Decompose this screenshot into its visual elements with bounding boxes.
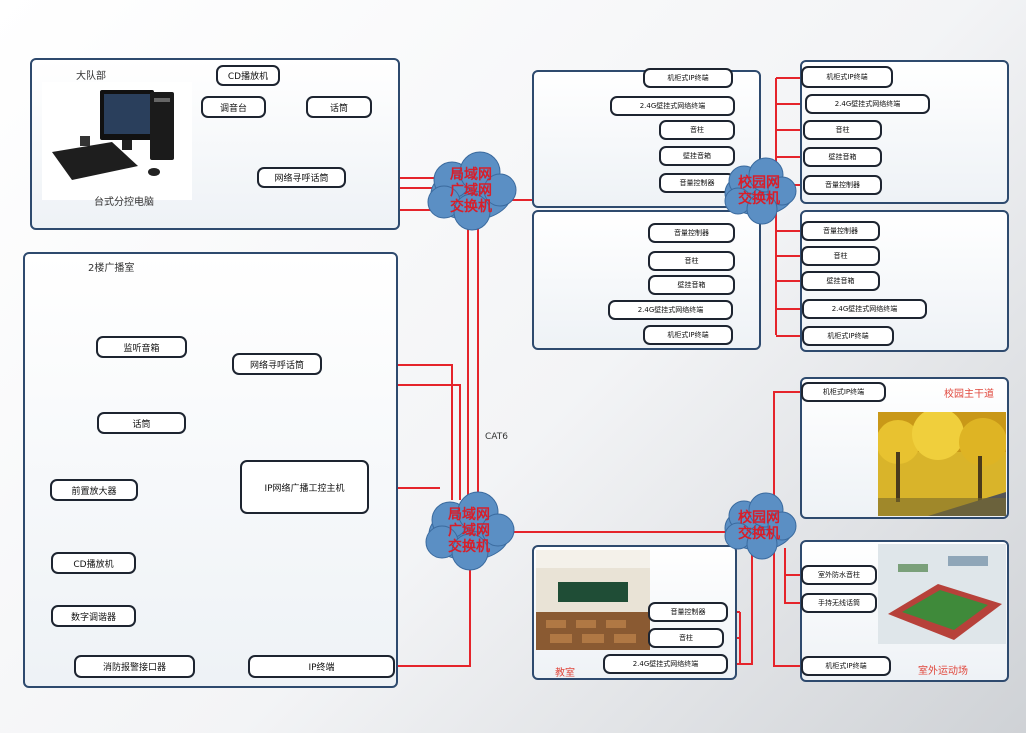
avenue-cabinet-ip-terminal[interactable]: 机柜式IP终端 <box>801 382 886 402</box>
digital-tuner[interactable]: 数字调谐器 <box>51 605 136 627</box>
classroom-volume-control[interactable]: 音量控制器 <box>648 602 728 622</box>
classroom-label: 教室 <box>555 668 575 679</box>
room-mic[interactable]: 话筒 <box>97 412 186 434</box>
cloud-icon <box>724 157 797 225</box>
desktop-computer-icon <box>52 90 174 180</box>
bl2-volume-control[interactable]: 音量控制器 <box>648 223 735 243</box>
bottom-switch-line1: 局域网 <box>448 507 490 523</box>
preamp[interactable]: 前置放大器 <box>50 479 138 501</box>
bl2-wall-network-terminal[interactable]: 2.4G壁挂式网络终端 <box>608 300 733 320</box>
top-switch-line3: 交换机 <box>450 199 492 215</box>
top-switch-line2: 广域网 <box>450 183 492 199</box>
fire-alarm-interface[interactable]: 消防报警接口器 <box>74 655 195 678</box>
computer-image <box>42 82 192 200</box>
cloud-icon <box>427 151 517 231</box>
classroom-column-speaker[interactable]: 音柱 <box>648 628 724 648</box>
dept-mic[interactable]: 话筒 <box>306 96 372 118</box>
room-pager-mic[interactable]: 网络寻呼话筒 <box>232 353 322 375</box>
pc-label: 台式分控电脑 <box>94 197 154 208</box>
bl2-wall-speaker[interactable]: 壁挂音箱 <box>648 275 735 295</box>
cable-label: CAT6 <box>485 432 508 442</box>
avenue-label: 校园主干道 <box>944 389 994 400</box>
dept-pager-mic[interactable]: 网络寻呼话筒 <box>257 167 346 188</box>
panel-dept-title: 大队部 <box>76 71 106 82</box>
campus-switch-2-line2: 交换机 <box>738 526 780 542</box>
top-switch-line1: 局域网 <box>450 167 492 183</box>
cloud-icon <box>425 491 515 571</box>
bl2-cabinet-ip-terminal[interactable]: 机柜式IP终端 <box>643 325 733 345</box>
wire-campus2-field <box>773 548 801 667</box>
avenue-photo <box>878 412 1006 516</box>
br-column-speaker[interactable]: 音柱 <box>803 120 882 140</box>
dept-cd-player[interactable]: CD播放机 <box>216 65 280 86</box>
bl2-column-speaker[interactable]: 音柱 <box>648 251 735 271</box>
monitor-speaker[interactable]: 监听音箱 <box>96 336 187 358</box>
campus-switch-cloud-2: 校园网交换机 <box>718 490 800 562</box>
bottom-switch-line3: 交换机 <box>448 539 490 555</box>
bottom-switch-cloud: 局域网广域网交换机 <box>420 490 518 572</box>
ip-host[interactable]: IP网络广播工控主机 <box>240 460 369 514</box>
classroom-image <box>536 550 650 650</box>
bl-wall-speaker[interactable]: 壁挂音箱 <box>659 146 735 166</box>
field-label: 室外运动场 <box>918 666 968 677</box>
sports-field-image <box>878 544 1006 644</box>
bottom-switch-line2: 广域网 <box>448 523 490 539</box>
tree-avenue-image <box>878 412 1006 516</box>
field-cabinet-ip-terminal[interactable]: 机柜式IP终端 <box>801 656 891 676</box>
bl-column-speaker[interactable]: 音柱 <box>659 120 735 140</box>
dept-mixer[interactable]: 调音台 <box>201 96 266 118</box>
wire-ip-terminal-bottom <box>395 560 471 667</box>
room-cd-player[interactable]: CD播放机 <box>51 552 136 574</box>
field-outdoor-speaker[interactable]: 室外防水音柱 <box>801 565 877 585</box>
wire-campus2-field-3 <box>784 575 801 604</box>
campus-switch-2-line1: 校园网 <box>738 510 780 526</box>
field-photo <box>878 544 1006 644</box>
ip-terminal[interactable]: IP终端 <box>248 655 395 678</box>
bl-cabinet-ip-terminal[interactable]: 机柜式IP终端 <box>643 68 733 88</box>
br2-cabinet-ip-terminal[interactable]: 机柜式IP终端 <box>802 326 894 346</box>
wire-campus2-avenue <box>773 391 801 510</box>
br2-wall-network-terminal[interactable]: 2.4G壁挂式网络终端 <box>802 299 927 319</box>
classroom-wall-network-terminal[interactable]: 2.4G壁挂式网络终端 <box>603 654 728 674</box>
br2-column-speaker[interactable]: 音柱 <box>801 246 880 266</box>
br-wall-network-terminal[interactable]: 2.4G壁挂式网络终端 <box>805 94 930 114</box>
bl-wall-network-terminal[interactable]: 2.4G壁挂式网络终端 <box>610 96 735 116</box>
panel-broadcast-title: 2楼广播室 <box>88 263 135 274</box>
campus-switch-cloud-1: 校园网交换机 <box>718 155 800 227</box>
top-switch-cloud: 局域网广域网交换机 <box>422 150 520 232</box>
cloud-icon <box>724 492 797 560</box>
br-wall-speaker[interactable]: 壁挂音箱 <box>803 147 882 167</box>
campus-switch-1-line2: 交换机 <box>738 191 780 207</box>
br2-wall-speaker[interactable]: 壁挂音箱 <box>801 271 880 291</box>
br-cabinet-ip-terminal[interactable]: 机柜式IP终端 <box>801 66 893 88</box>
br2-volume-control[interactable]: 音量控制器 <box>801 221 880 241</box>
br-volume-control[interactable]: 音量控制器 <box>803 175 882 195</box>
classroom-photo <box>536 550 650 650</box>
campus-switch-1-line1: 校园网 <box>738 175 780 191</box>
field-handheld-mic[interactable]: 手持无线话筒 <box>801 593 877 613</box>
